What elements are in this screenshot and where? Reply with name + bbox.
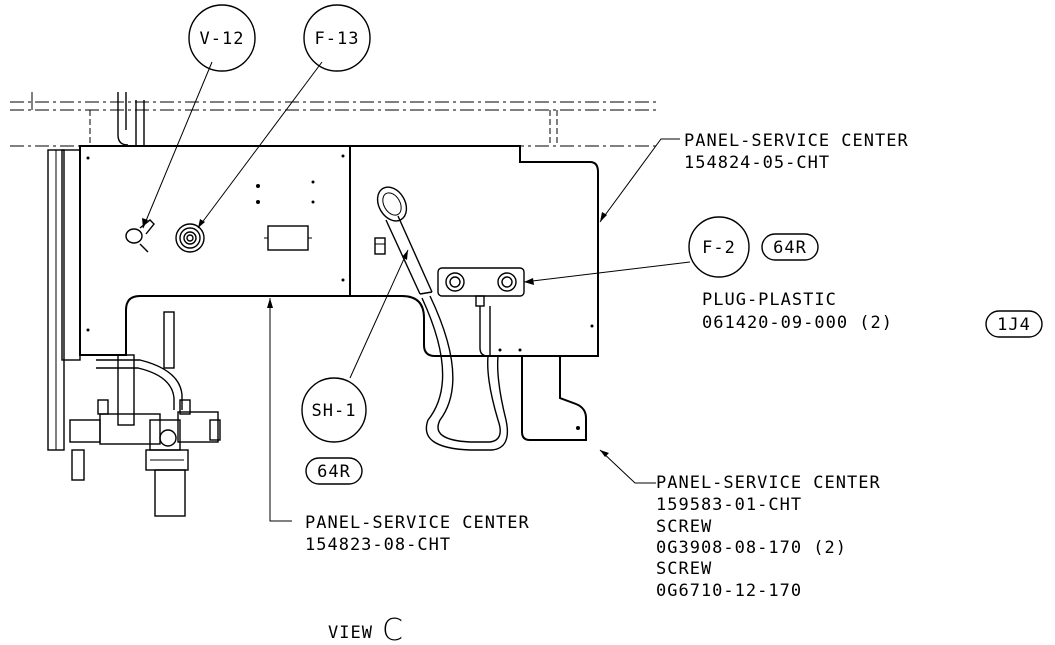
overhead-rails bbox=[10, 92, 660, 147]
callout-screw1-part: 0G3908-08-170 (2) bbox=[656, 538, 847, 558]
callout-screw1: SCREW bbox=[656, 517, 712, 537]
balloon-f2: F-2 64R bbox=[688, 216, 819, 278]
view-label-letter: C bbox=[382, 613, 403, 645]
panel-right bbox=[350, 145, 599, 357]
callout-panel-top: PANEL-SERVICE CENTER 154824-05-CHT bbox=[684, 131, 909, 173]
callout-panel-top-part: 154824-05-CHT bbox=[684, 153, 830, 173]
callout-screw2-part: 0G6710-12-170 bbox=[656, 581, 802, 601]
callout-panel-left: PANEL-SERVICE CENTER 154823-08-CHT bbox=[305, 513, 530, 555]
callout-panel-left-part: 154823-08-CHT bbox=[305, 535, 451, 555]
callout-panel-right-part: 159583-01-CHT bbox=[656, 495, 802, 515]
balloon-v12-label: V-12 bbox=[200, 29, 245, 49]
lower-plumbing bbox=[69, 311, 221, 517]
callout-panel-right: PANEL-SERVICE CENTER 159583-01-CHT SCREW… bbox=[656, 473, 881, 601]
panel-extension bbox=[521, 356, 587, 441]
view-label: VIEW C bbox=[328, 613, 403, 645]
balloon-sh1-ref: 64R bbox=[317, 462, 351, 482]
callout-plug-part: 061420-09-000 (2) bbox=[702, 313, 893, 333]
leader-lines bbox=[142, 61, 691, 522]
callout-panel-top-name: PANEL-SERVICE CENTER bbox=[684, 131, 909, 151]
balloon-plug-ref: 1J4 bbox=[997, 315, 1031, 335]
balloon-f2-label: F-2 bbox=[702, 238, 736, 258]
shower-handle bbox=[376, 186, 509, 451]
callout-screw2: SCREW bbox=[656, 559, 712, 579]
left-pipe bbox=[47, 149, 85, 481]
callout-panel-right-name: PANEL-SERVICE CENTER bbox=[656, 473, 881, 493]
panel-left bbox=[79, 145, 351, 356]
top-hoses bbox=[117, 92, 145, 146]
callout-plug: PLUG-PLASTIC 061420-09-000 (2) 1J4 bbox=[702, 290, 1043, 338]
balloon-f13-label: F-13 bbox=[315, 29, 360, 49]
balloon-v12: V-12 bbox=[188, 4, 256, 72]
balloon-sh1-label: SH-1 bbox=[312, 401, 357, 421]
callout-panel-left-name: PANEL-SERVICE CENTER bbox=[305, 513, 530, 533]
balloon-sh1: SH-1 64R bbox=[301, 377, 367, 485]
balloon-f2-ref: 64R bbox=[773, 238, 807, 258]
callout-plug-name: PLUG-PLASTIC bbox=[702, 290, 837, 310]
balloon-f13: F-13 bbox=[303, 4, 371, 72]
view-label-text: VIEW bbox=[328, 623, 373, 643]
